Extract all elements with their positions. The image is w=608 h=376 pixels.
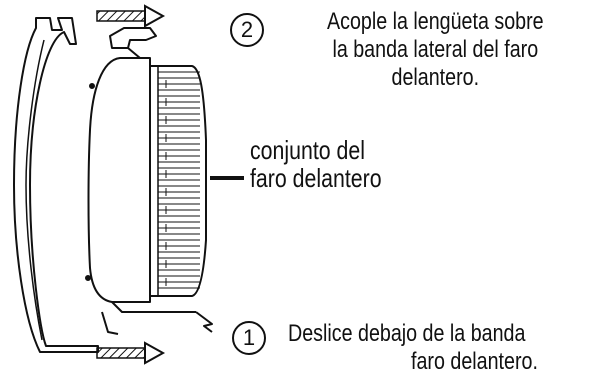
- step-2-number: 2: [230, 13, 264, 47]
- headlight-housing: [85, 57, 151, 303]
- step-2-line-2: la banda lateral del faro: [332, 36, 539, 63]
- step-1-number: 1: [232, 321, 266, 355]
- hatched-arrow-icon: [96, 341, 166, 365]
- step-2-line-1: Acople la lengüeta sobre: [326, 8, 544, 35]
- headlight-rear-ribs: [150, 65, 207, 297]
- headlight-side-band: [13, 17, 99, 353]
- step-1-instruction: Deslice debajo de la banda faro delanter…: [288, 320, 559, 376]
- assembly-label-line-2: faro delantero: [250, 163, 382, 193]
- headlight-bracket: [101, 301, 213, 335]
- headlight-tab: [109, 27, 157, 59]
- rib-lines: [158, 71, 200, 289]
- step-2-line-3: delantero.: [391, 64, 480, 91]
- assembly-label-line-1: conjunto del: [250, 135, 365, 165]
- step-2-instruction: Acople la lengüeta sobre la banda latera…: [300, 8, 571, 92]
- assembly-label: conjunto del faro delantero: [250, 136, 382, 192]
- step-1-line-1: Deslice debajo de la banda: [288, 320, 526, 347]
- hatched-arrow-icon: [96, 4, 166, 28]
- step-1-line-2: faro delantero.: [411, 348, 538, 375]
